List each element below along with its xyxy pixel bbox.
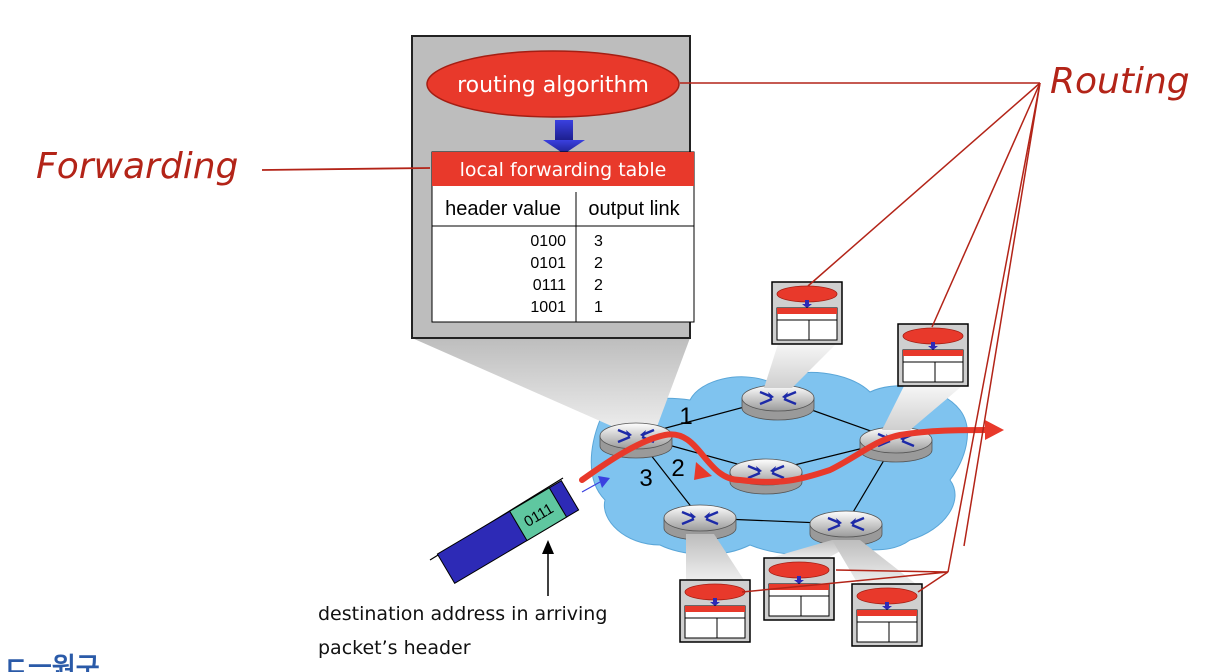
mini-routing-callout [764, 281, 843, 388]
mini-routing-callout [763, 540, 860, 621]
table-rows: 0100 3 0101 2 0111 2 1001 1 [530, 233, 603, 316]
table-cell-header: 1001 [530, 299, 566, 316]
router-icon [599, 422, 673, 459]
table-cell-link: 1 [594, 299, 603, 316]
table-cell-link: 3 [594, 233, 603, 250]
forwarding-table-title: local forwarding table [460, 159, 667, 181]
table-cell-link: 2 [594, 277, 603, 294]
packet-path-arrowhead [985, 420, 1004, 440]
down-arrow-icon [543, 120, 585, 154]
mini-callouts [679, 281, 969, 647]
packet-path-mid-arrow [694, 462, 712, 480]
header-pointer-arrow [542, 540, 554, 596]
link-number-1: 1 [679, 403, 692, 430]
router-icon [741, 384, 815, 421]
mini-routing-callout [832, 540, 923, 647]
mini-routing-callout [882, 323, 969, 430]
forwarding-table-title-bar [432, 152, 694, 186]
router-icon [663, 504, 737, 541]
corner-watermark-text: – ㄷㅡ원구 [0, 653, 100, 672]
caption-line-2: packet’s header [318, 637, 471, 659]
routing-algorithm-ellipse [426, 50, 680, 118]
incoming-packet: 0111 [429, 476, 610, 584]
mini-routing-callout [679, 534, 751, 643]
link-number-3: 3 [639, 465, 652, 492]
table-cell-header: 0100 [530, 233, 566, 250]
main-callout-cone [412, 338, 690, 432]
table-cell-header: 0111 [533, 277, 566, 294]
link-number-2: 2 [671, 455, 684, 482]
routing-label: Routing [1050, 61, 1190, 102]
routing-algorithm-label: routing algorithm [457, 73, 649, 98]
packet-path [579, 427, 993, 485]
table-cell-link: 2 [594, 255, 603, 272]
router-icon [729, 458, 803, 495]
caption-line-1: destination address in arriving [318, 603, 607, 625]
routing-leader-lines [680, 82, 1041, 593]
forwarding-label: Forwarding [36, 146, 238, 187]
col-output-link: output link [588, 198, 680, 220]
table-cell-header: 0101 [530, 255, 566, 272]
forwarding-leader-line [261, 167, 431, 171]
col-header-value: header value [445, 198, 561, 220]
